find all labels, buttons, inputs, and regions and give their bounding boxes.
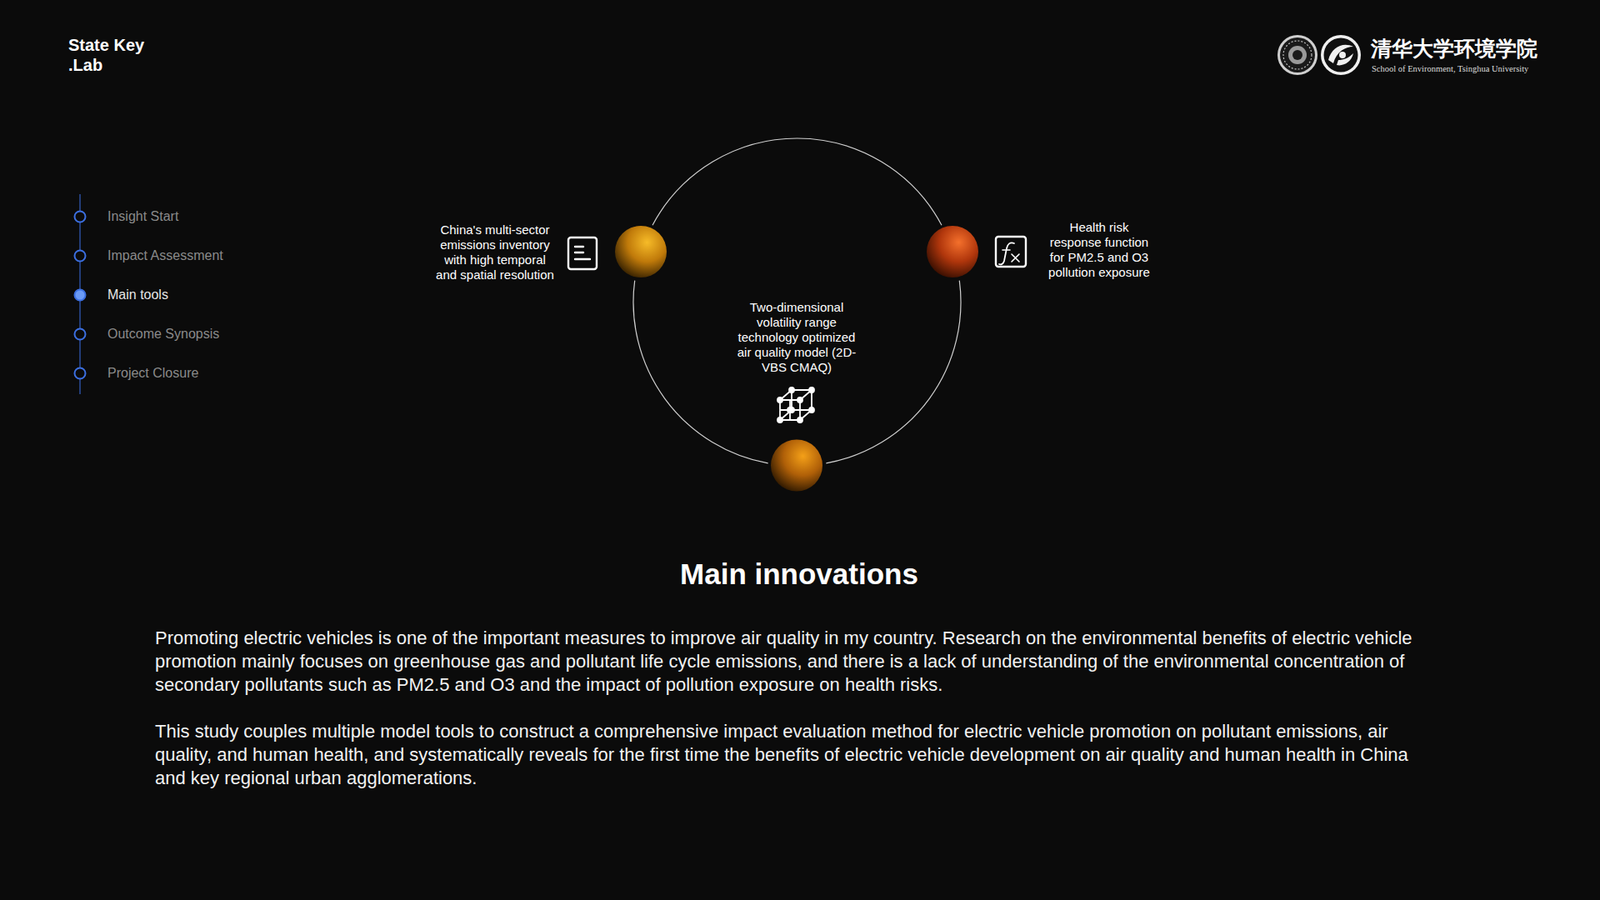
cube-edges	[780, 390, 812, 420]
nav-item: Outcome Synopsis	[107, 325, 220, 343]
cube-vertex	[809, 387, 815, 393]
emblem-core	[1292, 50, 1303, 60]
lattice-cube-icon	[777, 387, 815, 423]
icon-frame	[995, 236, 1026, 267]
nav-item-active: Main tools	[107, 286, 169, 304]
cube-vertex	[787, 407, 793, 413]
school-emblem	[1320, 35, 1361, 75]
nav-item: Impact Assessment	[107, 247, 224, 265]
nav-dot	[75, 211, 86, 223]
model-caption: Two-dimensional volatility range technol…	[730, 300, 864, 375]
body-paragraph: This study couples multiple model tools …	[155, 720, 1422, 790]
cube-vertex	[797, 417, 803, 423]
model-circle: Two-dimensional volatility range technol…	[633, 138, 961, 466]
cube-vertex	[777, 417, 783, 423]
emblem-core	[1288, 45, 1307, 65]
school-name-chinese: 清华大学环境学院	[1370, 36, 1538, 62]
nav-dot	[75, 250, 86, 262]
nav-timeline	[75, 194, 86, 395]
emblem-core	[1339, 51, 1346, 59]
icon-line	[575, 245, 584, 248]
section-title: Main innovations	[465, 556, 1133, 592]
emblem-ring	[1324, 38, 1359, 73]
lab-name: State Key .Lab	[68, 35, 160, 75]
nav-dot	[75, 329, 86, 340]
orb	[926, 225, 979, 278]
tool-caption: Health risk response function for PM2.5 …	[1045, 220, 1153, 280]
cube-vertex	[777, 397, 783, 403]
cube-vertex	[789, 387, 795, 393]
icon-frame	[568, 237, 597, 270]
icon-glyph	[1002, 249, 1010, 251]
icon-glyph	[1011, 254, 1020, 262]
nav-item: Insight Start	[107, 208, 179, 225]
icon-line	[575, 251, 584, 254]
icon-line	[575, 258, 590, 260]
cube-vertex	[797, 397, 803, 403]
circle-outline-arc	[633, 137, 961, 463]
nav-item: Project Closure	[107, 365, 199, 382]
document-icon	[568, 237, 597, 270]
emblem-ring	[1280, 37, 1315, 73]
function-icon	[995, 236, 1026, 267]
tool-caption: China's multi-sector emissions inventory…	[434, 222, 556, 283]
cube-vertex	[809, 407, 815, 413]
emblem-ring	[1283, 40, 1312, 70]
nav-dot	[75, 368, 86, 380]
orb	[615, 225, 667, 278]
school-name-english: School of Environment, Tsinghua Universi…	[1371, 63, 1529, 75]
orb	[770, 440, 823, 492]
nav-dot-active	[75, 290, 86, 301]
body-paragraph: Promoting electric vehicles is one of th…	[155, 626, 1422, 697]
emblem-ring	[1277, 35, 1318, 75]
university-emblem	[1277, 35, 1318, 75]
emblem-ring	[1320, 35, 1361, 75]
